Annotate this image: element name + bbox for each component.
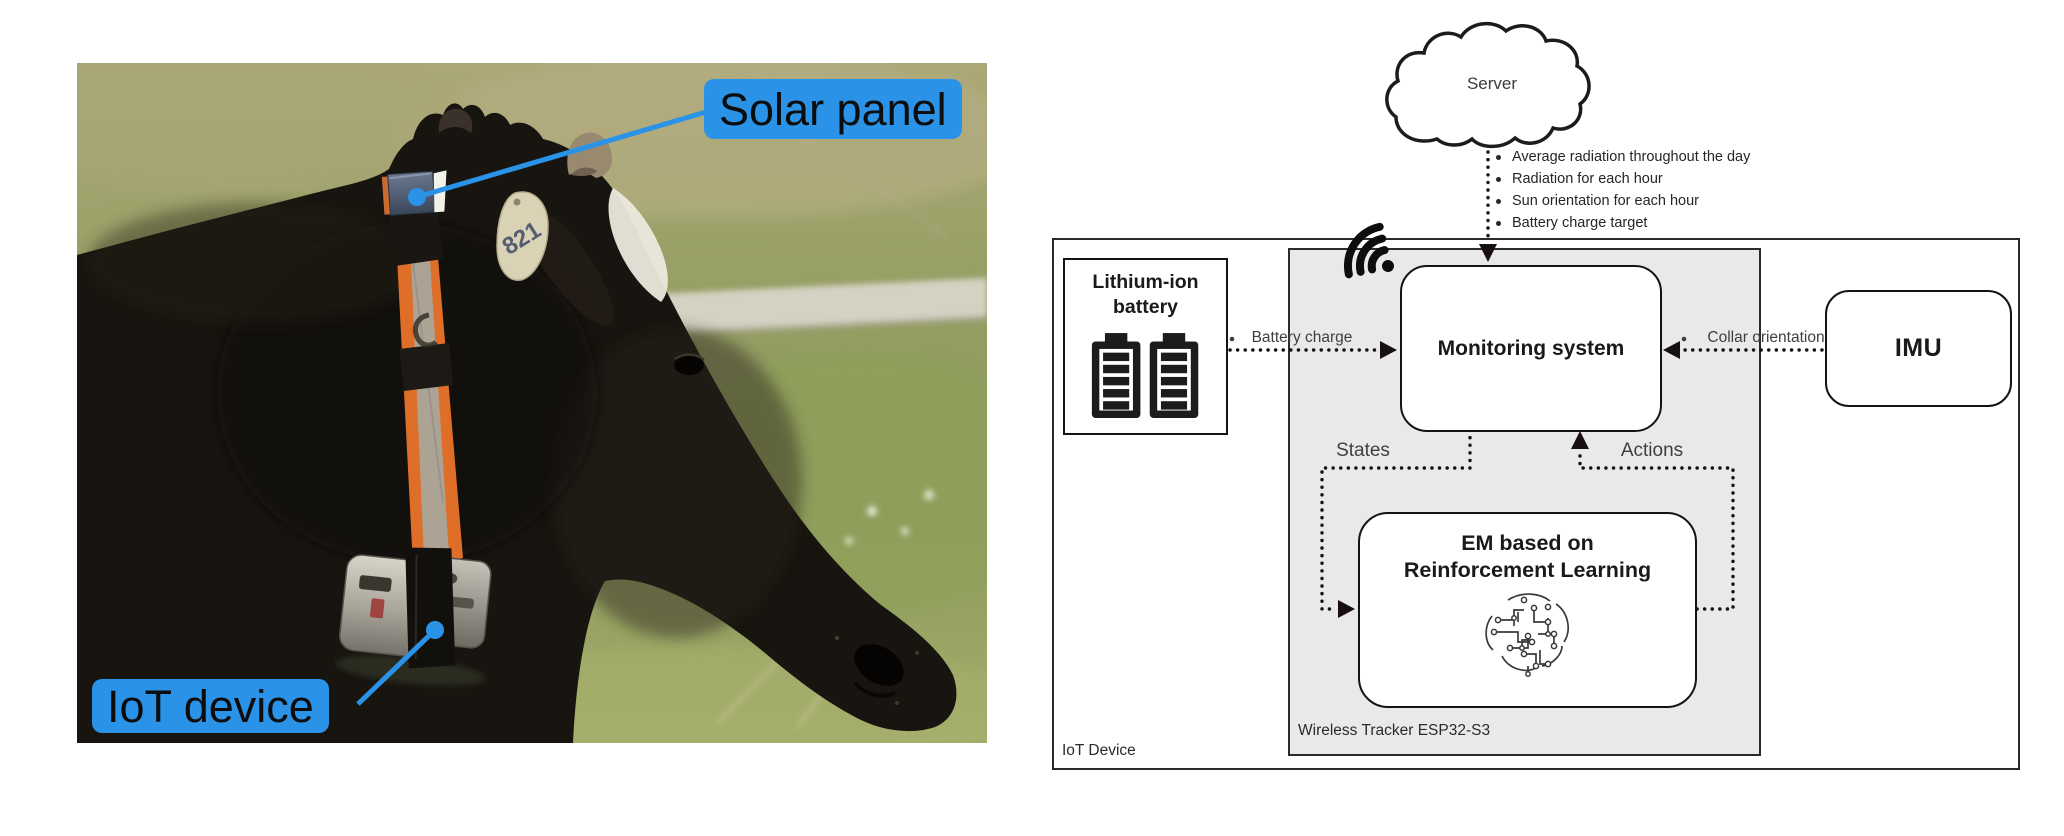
edge-label-actions: Actions <box>1620 440 1684 461</box>
server-output-item: Battery charge target <box>1496 212 1750 234</box>
battery-box: Lithium-ion battery <box>1063 258 1228 435</box>
server-output-item: Average radiation throughout the day <box>1496 146 1750 168</box>
server-outputs-list: Average radiation throughout the day Rad… <box>1496 146 1750 234</box>
battery-box-title: Lithium-ion battery <box>1092 271 1199 319</box>
eye <box>674 353 705 375</box>
server-label: Server <box>1466 74 1518 93</box>
iot-callout-line <box>356 628 437 706</box>
em-box: EM based on Reinforcement Learning <box>1358 512 1697 708</box>
edge-label-states: States <box>1336 440 1390 461</box>
em-box-title: EM based on Reinforcement Learning <box>1403 531 1652 582</box>
edge-label-collar-orientation: Collar orientation <box>1707 329 1825 346</box>
cow-photo: 821 <box>0 43 1067 768</box>
iot-device-module <box>335 547 492 686</box>
battery-icon <box>1091 332 1198 418</box>
server-output-text: Battery charge target <box>1512 215 1648 231</box>
server-output-text: Average radiation throughout the day <box>1512 149 1751 165</box>
iot-device-box <box>1052 238 2020 770</box>
solar-panel-label: Solar panel <box>704 79 962 139</box>
solar-panel-callout-line <box>416 109 707 200</box>
monitoring-box: Monitoring system <box>1400 265 1662 432</box>
white-patch <box>608 188 668 302</box>
bullet-icon <box>1496 198 1501 204</box>
iot-device-label: IoT device <box>92 679 329 733</box>
iot-callout-dot <box>426 621 444 639</box>
server-output-item: Sun orientation for each hour <box>1496 190 1750 212</box>
cow-photo-svg: 821 <box>0 43 1067 768</box>
collar-strap <box>389 173 463 566</box>
bullet-icon <box>1496 154 1501 160</box>
edge-label-battery-charge: Battery charge <box>1251 329 1353 346</box>
imu-box: IMU <box>1825 290 2012 407</box>
brain-icon <box>1484 593 1569 677</box>
iot-device-box-label: IoT Device <box>1062 742 1136 759</box>
imu-box-title: IMU <box>1894 334 1943 362</box>
monitoring-box-title: Monitoring system <box>1437 336 1625 360</box>
bullet-icon <box>1496 220 1501 226</box>
solar-panel-callout-dot <box>408 188 426 206</box>
nostril <box>835 636 919 705</box>
strap-marking <box>413 312 438 348</box>
tracker-box-label: Wireless Tracker ESP32-S3 <box>1298 722 1491 739</box>
server-output-text: Radiation for each hour <box>1512 171 1663 187</box>
ear-tag: 821 <box>496 191 549 281</box>
callouts <box>356 109 707 706</box>
bullet-icon <box>1496 176 1501 182</box>
server-output-text: Sun orientation for each hour <box>1512 193 1700 209</box>
server-output-item: Radiation for each hour <box>1496 168 1750 190</box>
